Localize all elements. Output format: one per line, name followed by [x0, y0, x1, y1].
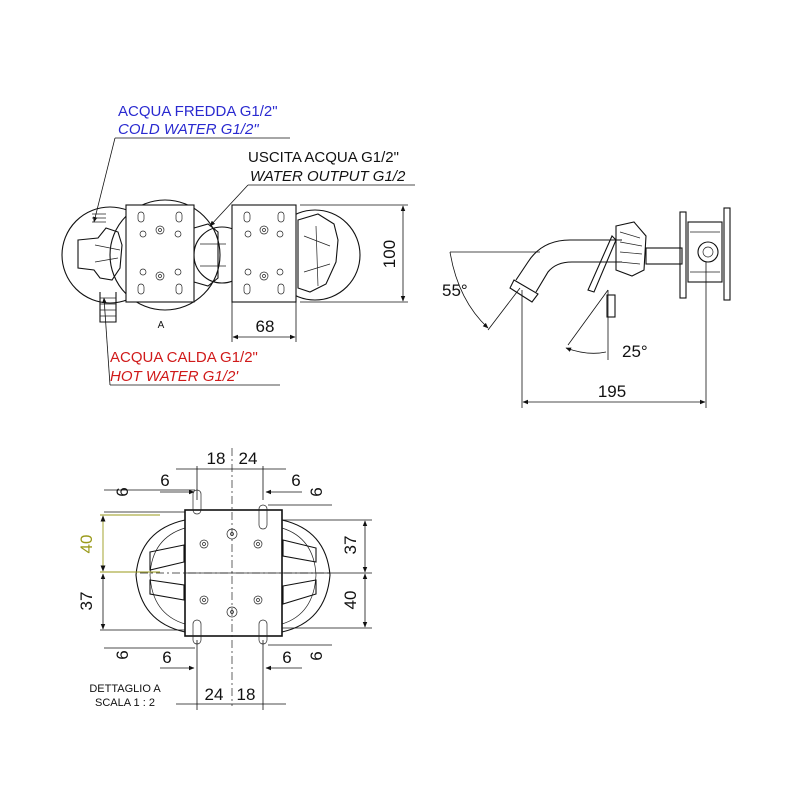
dim-68: 68 — [256, 317, 275, 336]
cold-water-label-it: ACQUA FREDDA G1/2" — [118, 103, 278, 120]
dim-6-left-top: 6 — [113, 487, 132, 496]
detail-left-lug-top — [149, 544, 185, 571]
dim-6-top-right: 6 — [291, 471, 300, 490]
dim-6-bottom-left: 6 — [162, 648, 171, 667]
wall-box-fitting — [697, 241, 719, 263]
cold-water-callout: ACQUA FREDDA G1/2" COLD WATER G1/2" — [93, 103, 290, 223]
dim-18-bottom: 18 — [237, 685, 256, 704]
dim-37-right: 37 — [341, 536, 360, 555]
side-view: 55° 25° 195 — [442, 207, 731, 408]
hot-water-callout: ACQUA CALDA G1/2" HOT WATER G1/2' — [102, 297, 280, 386]
detail-left-lug-bottom — [149, 579, 185, 601]
dim-6-top-left: 6 — [160, 471, 169, 490]
detail-scale: SCALA 1 : 2 — [95, 697, 155, 709]
dim-100: 100 — [380, 240, 399, 268]
mixer-body — [615, 221, 647, 277]
dim-18-top: 18 — [207, 449, 226, 468]
mounting-plate-left — [125, 204, 195, 303]
dim-6-right-top: 6 — [307, 487, 326, 496]
right-valve-shape — [297, 213, 339, 293]
cold-water-label-en: COLD WATER G1/2" — [118, 121, 259, 138]
lever — [587, 235, 617, 293]
detail-right-lug-bottom — [282, 579, 317, 605]
mounting-plate-right — [231, 204, 297, 303]
wall-box — [687, 221, 723, 283]
spout-upper — [515, 239, 622, 281]
water-output-callout: USCITA ACQUA G1/2" WATER OUTPUT G1/2 — [209, 149, 415, 227]
water-output-label-it: USCITA ACQUA G1/2" — [248, 149, 399, 166]
water-output-label-en: WATER OUTPUT G1/2 — [250, 168, 406, 185]
hot-water-label-it: ACQUA CALDA G1/2" — [110, 349, 258, 366]
dim-24-bottom: 24 — [205, 685, 224, 704]
dim-6-right-bottom: 6 — [307, 651, 326, 660]
detail-a-view: 18 24 6 6 6 40 37 6 6 37 40 6 — [77, 448, 372, 710]
dim-6-bottom-right: 6 — [282, 648, 291, 667]
spout-lower — [535, 261, 622, 293]
wall-plate — [679, 211, 687, 299]
center-connector — [193, 223, 219, 287]
hot-water-label-en: HOT WATER G1/2' — [110, 368, 239, 385]
lever-handle — [606, 294, 616, 318]
valve-cartridge — [645, 247, 683, 265]
dim-37-left: 37 — [77, 592, 96, 611]
dim-40-right: 40 — [341, 591, 360, 610]
detail-right-lug-top — [282, 539, 317, 563]
dim-24-top: 24 — [239, 449, 258, 468]
left-body-circle — [109, 199, 221, 311]
left-valve-shape — [77, 227, 123, 281]
dim-195: 195 — [598, 382, 626, 401]
view-a-label: A — [158, 320, 165, 331]
hot-inlet-pipe — [99, 292, 117, 323]
detail-title: DETTAGLIO A — [89, 683, 161, 695]
angle-25: 25° — [622, 342, 648, 361]
dim-40-left: 40 — [77, 535, 96, 554]
dim-6-left-bottom: 6 — [113, 650, 132, 659]
wall-flange — [723, 207, 731, 301]
front-view: 100 68 A — [61, 199, 408, 342]
spout-tip — [509, 279, 539, 303]
angle-55: 55° — [442, 281, 468, 300]
